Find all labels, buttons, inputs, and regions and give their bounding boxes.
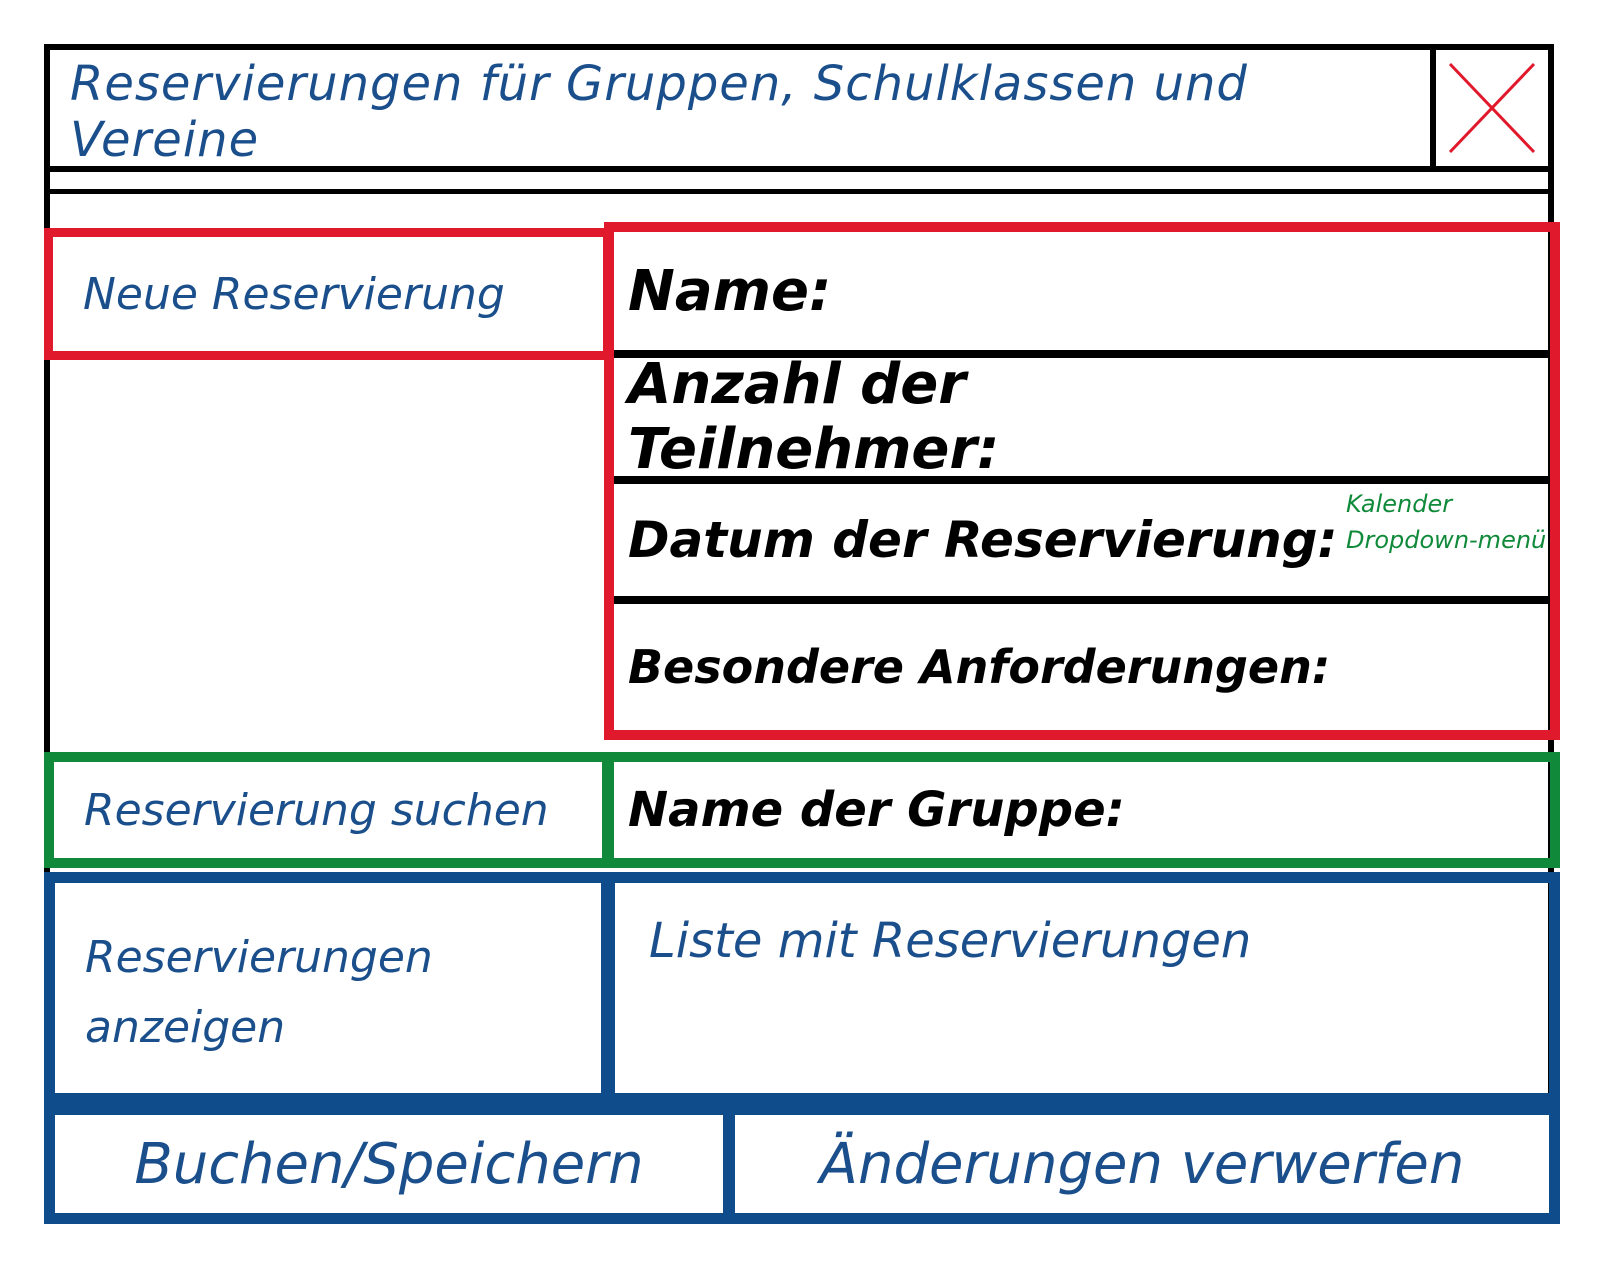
- name-label: Name:: [628, 258, 832, 324]
- discard-button-label: Änderungen verwerfen: [819, 1131, 1465, 1197]
- group-name-input[interactable]: [1144, 779, 1550, 841]
- discard-changes-button[interactable]: Änderungen verwerfen: [724, 1104, 1560, 1224]
- date-dropdown-hint[interactable]: Kalender Dropdown-menü: [1346, 490, 1547, 554]
- name-field[interactable]: Name:: [614, 232, 1550, 350]
- special-requirements-input[interactable]: [1350, 636, 1550, 698]
- nav-search-reservation-button[interactable]: Reservierung suchen: [44, 752, 612, 868]
- participants-input[interactable]: [1369, 386, 1550, 448]
- participants-field[interactable]: Anzahl der Teilnehmer:: [614, 352, 1550, 482]
- reservation-form: [604, 222, 1560, 740]
- nav-new-reservation-button[interactable]: Neue Reservierung: [44, 228, 612, 360]
- date-label: Datum der Reservierung:: [628, 511, 1338, 569]
- form-divider: [614, 596, 1550, 604]
- reservation-list-label: Liste mit Reservierungen: [649, 913, 1252, 969]
- name-input[interactable]: [851, 260, 1550, 322]
- participants-label: Anzahl der Teilnehmer:: [628, 352, 1000, 482]
- save-button-label: Buchen/Speichern: [134, 1131, 644, 1197]
- special-requirements-field[interactable]: Besondere Anforderungen:: [614, 604, 1550, 730]
- group-name-label: Name der Gruppe:: [628, 782, 1125, 838]
- nav-new-reservation-label: Neue Reservierung: [83, 268, 505, 320]
- close-button[interactable]: [1430, 44, 1554, 172]
- save-button[interactable]: Buchen/Speichern: [44, 1104, 734, 1224]
- menu-strip: [44, 172, 1554, 194]
- group-name-search-field[interactable]: Name der Gruppe:: [604, 752, 1560, 868]
- reservation-list[interactable]: Liste mit Reservierungen: [604, 872, 1560, 1104]
- date-field[interactable]: Datum der Reservierung:: [614, 484, 1550, 596]
- special-requirements-label: Besondere Anforderungen:: [628, 640, 1331, 694]
- close-icon: [1448, 62, 1536, 154]
- nav-show-reservations-label: Reservierungen anzeigen: [85, 932, 433, 1053]
- nav-show-reservations-button[interactable]: Reservierungen anzeigen: [44, 872, 612, 1104]
- nav-search-reservation-label: Reservierung suchen: [84, 784, 549, 836]
- form-divider: [614, 350, 1550, 358]
- nav-divider: [44, 360, 50, 752]
- form-divider: [614, 476, 1550, 484]
- window-title: Reservierungen für Gruppen, Schulklassen…: [70, 56, 1248, 168]
